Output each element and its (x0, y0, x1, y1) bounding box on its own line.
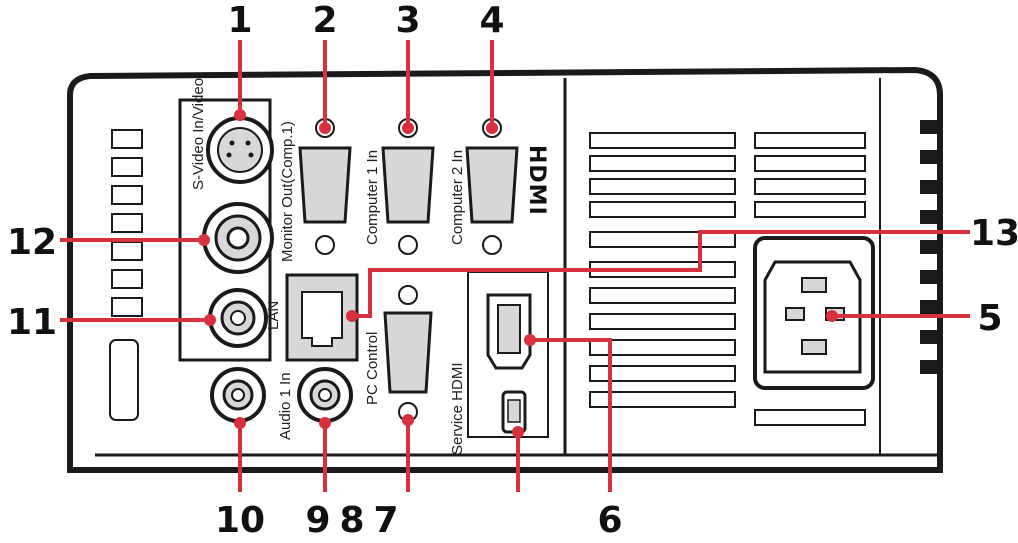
pc-control-serial-port (383, 285, 433, 422)
callout-12: 12 (7, 222, 57, 263)
label-service-hdmi: Service HDMI (449, 362, 466, 455)
label-pc-control: PC Control (364, 332, 381, 405)
label-lan: LAN (265, 301, 282, 330)
callout-11: 11 (7, 302, 57, 343)
s-video-port (206, 116, 274, 184)
video-rca-port (202, 202, 274, 274)
callout-7: 7 (373, 500, 398, 541)
hdmi-logo: HDMI (524, 145, 549, 216)
audio-out-port (208, 288, 268, 348)
label-computer2-in: Computer 2 In (449, 150, 466, 245)
callout-dots (198, 109, 838, 438)
label-monitor-out: Monitor Out(Comp.1) (279, 121, 296, 262)
label-s-video-video: S-Video In/Video (190, 78, 207, 190)
right-vents (920, 120, 942, 374)
callout-1: 1 (227, 0, 252, 41)
hdmi-port (486, 293, 532, 370)
service-mini-port (501, 390, 527, 434)
label-audio1-in: Audio 1 In (277, 372, 294, 440)
computer1-in-vga-port (381, 118, 435, 255)
callout-9: 9 (305, 500, 330, 541)
callout-3: 3 (395, 0, 420, 41)
audio1-in-port-left (210, 367, 266, 423)
callout-2: 2 (312, 0, 337, 41)
power-inlet (753, 236, 875, 390)
callout-leaders (60, 40, 970, 492)
audio1-in-port-right (297, 367, 353, 423)
callout-8: 8 (339, 500, 364, 541)
callout-10: 10 (215, 500, 265, 541)
lan-port (285, 273, 359, 362)
label-computer1-in: Computer 1 In (364, 150, 381, 245)
callout-6: 6 (597, 500, 622, 541)
callout-4: 4 (479, 0, 504, 41)
left-vents (109, 129, 143, 421)
callout-5: 5 (977, 298, 1002, 339)
callout-13: 13 (970, 213, 1018, 254)
